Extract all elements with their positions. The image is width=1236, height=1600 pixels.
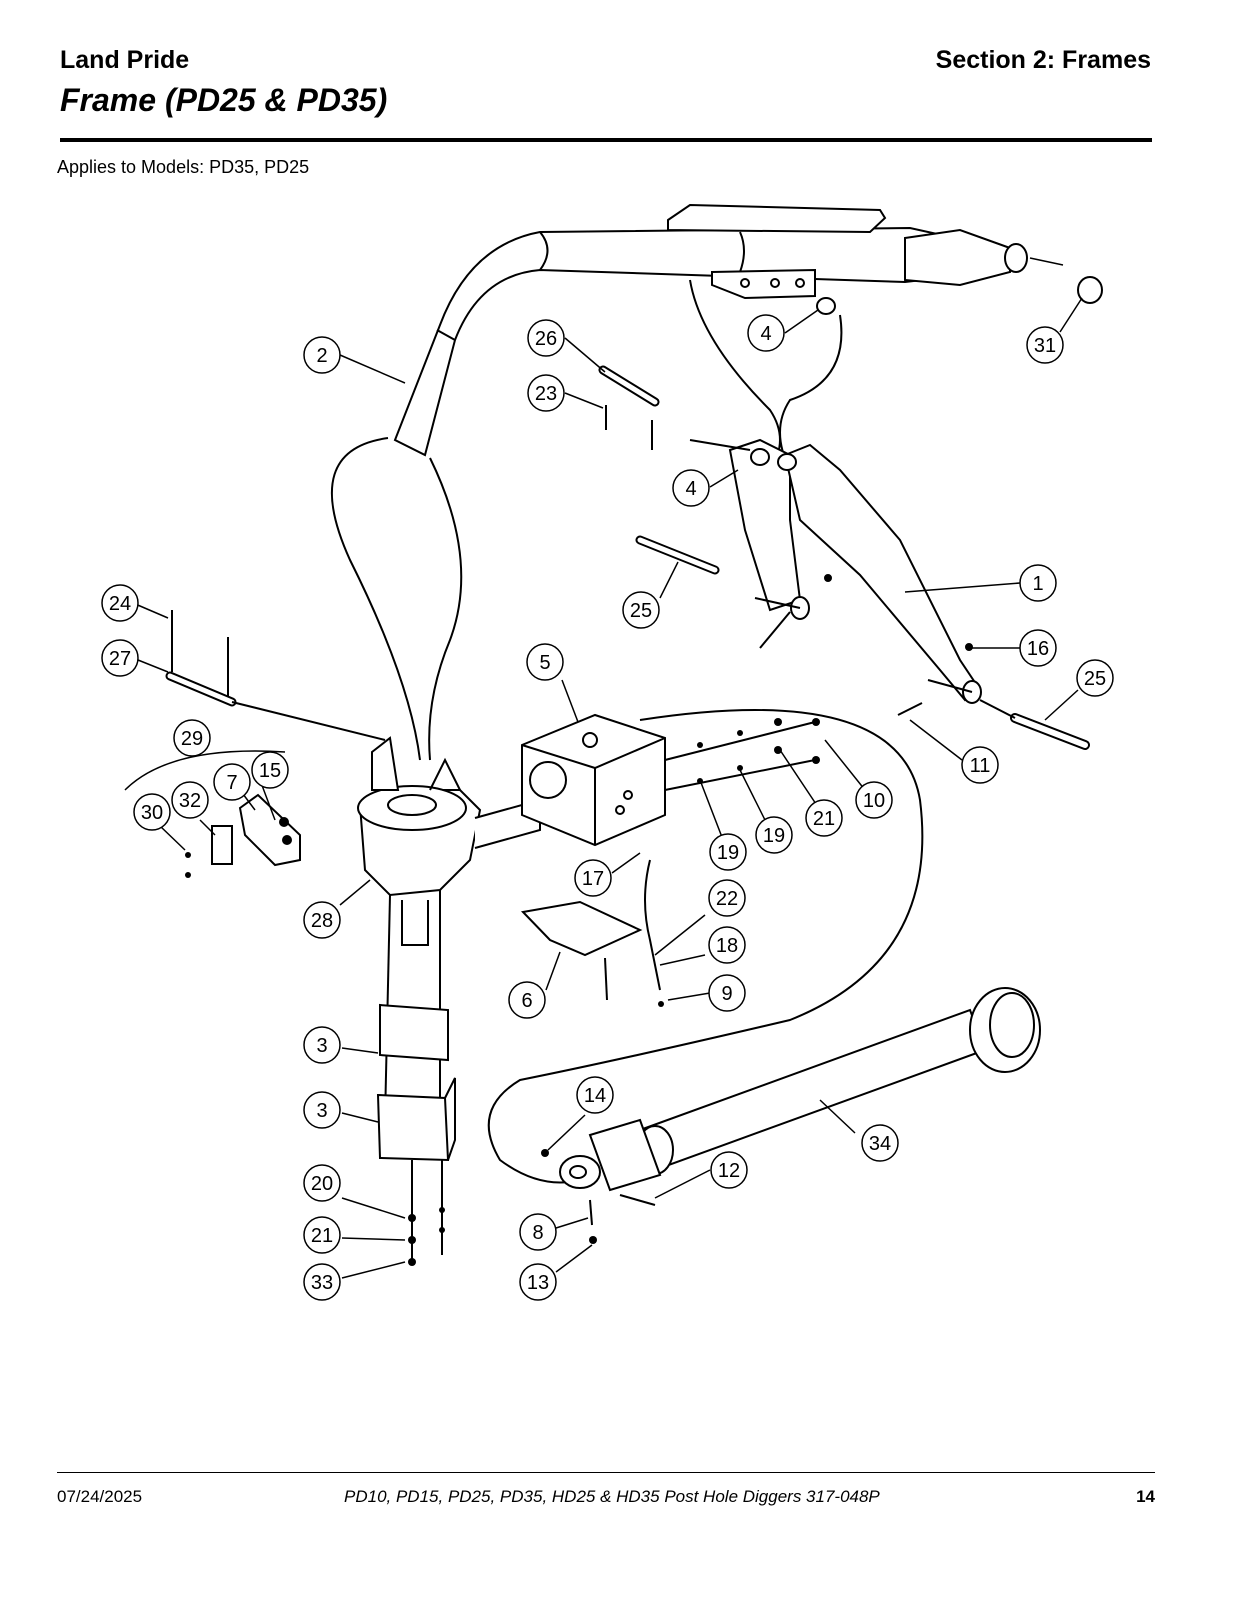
callout-text: 9 [721,983,732,1005]
callout-23: 23 [527,374,565,412]
callout-text: 23 [535,383,557,405]
callout-text: 4 [685,478,696,500]
callout-22: 22 [708,879,746,917]
callout-21: 21 [805,799,843,837]
callout-text: 29 [181,728,203,750]
callout-29: 29 [173,719,211,757]
applies-to-models: Applies to Models: PD35, PD25 [57,157,310,177]
callout-text: 11 [970,755,991,777]
callout-33: 33 [303,1263,341,1301]
callout-text: 28 [311,910,333,932]
callout-text: 3 [316,1035,327,1057]
callout-18: 18 [708,926,746,964]
callout-13: 13 [519,1263,557,1301]
callout-text: 7 [226,772,237,794]
footer-rule [57,1472,1155,1473]
callout-19b: 19 [709,833,747,871]
callout-text: 19 [763,825,785,847]
callout-16: 16 [1019,629,1057,667]
callout-text: 5 [539,652,550,674]
exploded-parts-diagram: 2 26 23 4 31 4 1 25 16 25 11 10 21 19 19… [101,203,1114,1301]
callout-15: 15 [251,751,289,789]
callout-text: 27 [109,648,131,670]
callout-text: 15 [259,760,281,782]
callout-text: 24 [109,593,131,615]
footer-date: 07/24/2025 [57,1487,143,1506]
callout-3b: 3 [303,1091,341,1129]
callout-5: 5 [526,643,564,681]
callout-26: 26 [527,319,565,357]
callout-9: 9 [708,974,746,1012]
callout-text: 21 [311,1225,333,1247]
callout-21b: 21 [303,1216,341,1254]
callout-text: 25 [630,600,652,622]
callout-12: 12 [710,1151,748,1189]
callout-text: 19 [717,842,739,864]
callout-text: 12 [718,1160,740,1182]
callout-text: 14 [584,1085,606,1107]
callout-text: 6 [521,990,532,1012]
callout-text: 25 [1084,668,1106,690]
callout-text: 26 [535,328,557,350]
callout-text: 34 [869,1133,891,1155]
callout-text: 10 [863,790,885,812]
callout-text: 13 [527,1272,549,1294]
callout-10: 10 [855,781,893,819]
callout-19: 19 [755,816,793,854]
callout-31: 31 [1026,326,1064,364]
page-number: 14 [1136,1487,1155,1506]
callout-text: 33 [311,1272,333,1294]
callout-14: 14 [576,1076,614,1114]
header-rule [60,138,1152,142]
callout-text: 18 [716,935,738,957]
callout-8: 8 [519,1213,557,1251]
callout-text: 21 [813,808,835,830]
callout-25: 25 [622,591,660,629]
callout-32: 32 [171,781,209,819]
callout-1: 1 [1019,564,1057,602]
callout-text: 30 [141,802,163,824]
brand-name: Land Pride [60,46,190,74]
callout-28: 28 [303,901,341,939]
callout-4b: 4 [672,469,710,507]
callout-7: 7 [213,763,251,801]
callout-4: 4 [747,314,785,352]
callout-30: 30 [133,793,171,831]
callout-text: 16 [1027,638,1049,660]
section-title: Section 2: Frames [935,46,1151,74]
callout-27: 27 [101,639,139,677]
callout-labels: 2 26 23 4 31 4 1 25 16 25 11 10 21 19 19… [101,314,1114,1301]
callout-text: 4 [760,323,771,345]
callout-text: 2 [316,345,327,367]
callout-text: 1 [1032,573,1043,595]
callout-11: 11 [961,746,999,784]
callout-3: 3 [303,1026,341,1064]
callout-text: 3 [316,1100,327,1122]
callout-25b: 25 [1076,659,1114,697]
callout-24: 24 [101,584,139,622]
footer-document-title: PD10, PD15, PD25, PD35, HD25 & HD35 Post… [344,1487,880,1506]
callout-6: 6 [508,981,546,1019]
callout-2: 2 [303,336,341,374]
page-title: Frame (PD25 & PD35) [60,82,388,118]
callout-text: 32 [179,790,201,812]
callout-text: 8 [532,1222,543,1244]
callout-text: 20 [311,1173,333,1195]
callout-17: 17 [574,859,612,897]
callout-34: 34 [861,1124,899,1162]
callout-text: 17 [582,868,604,890]
callout-20: 20 [303,1164,341,1202]
callout-text: 31 [1034,335,1056,357]
callout-text: 22 [716,888,738,910]
